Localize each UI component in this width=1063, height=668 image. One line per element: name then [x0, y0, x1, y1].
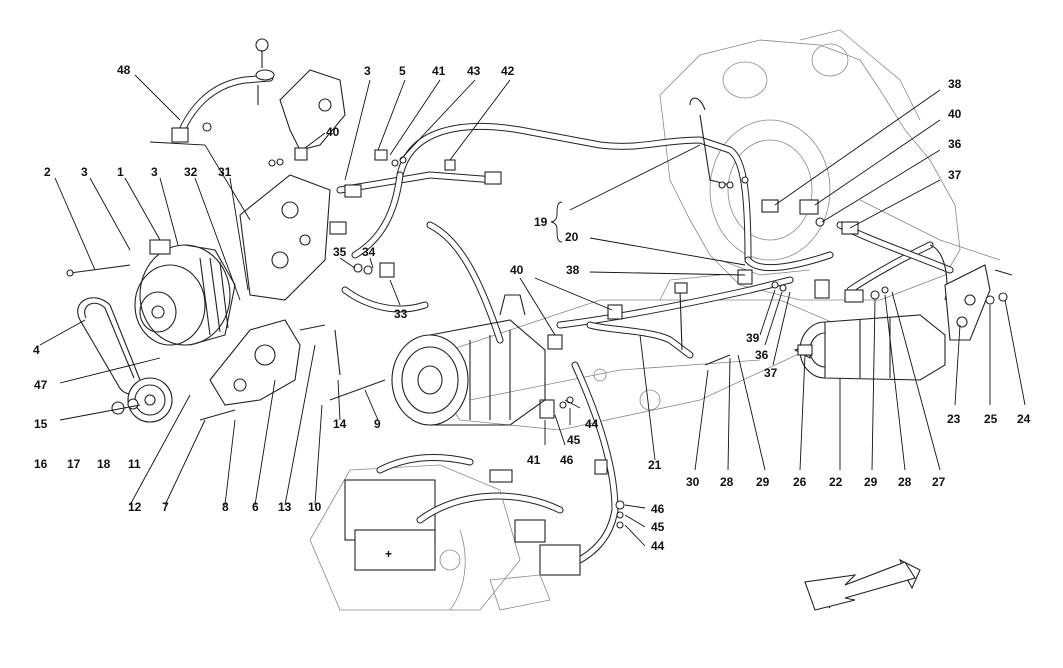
callout-13: 13	[278, 500, 292, 514]
callout-48: 48	[117, 63, 131, 77]
callout-39: 39	[746, 331, 760, 345]
callout-labels: 48 3 5 41 43 42 40 2 3 1 3 32 31 35 34 3…	[33, 63, 1031, 553]
callout-25: 25	[984, 412, 998, 426]
callout-31: 31	[218, 165, 232, 179]
callout-10: 10	[308, 500, 322, 514]
callout-21: 21	[648, 458, 662, 472]
battery-assembly: +	[309, 453, 581, 611]
alternator-bracket	[209, 319, 301, 406]
callout-40: 40	[326, 125, 340, 139]
callout-26: 26	[793, 475, 807, 489]
callout-5: 5	[399, 64, 406, 78]
callout-1: 1	[117, 165, 124, 179]
callout-41: 41	[527, 453, 541, 467]
alternator	[134, 239, 236, 346]
callout-4: 4	[33, 343, 40, 357]
callout-35: 35	[333, 245, 347, 259]
starter-bracket	[944, 264, 1013, 341]
callout-15: 15	[34, 417, 48, 431]
callout-42: 42	[501, 64, 515, 78]
upper-bracket	[239, 174, 331, 301]
callout-18: 18	[97, 457, 111, 471]
callout-20: 20	[565, 230, 579, 244]
callout-47: 47	[34, 378, 48, 392]
tensioner-pulley	[111, 377, 173, 423]
callout-32: 32	[184, 165, 198, 179]
callout-46: 46	[651, 502, 665, 516]
callout-43: 43	[467, 64, 481, 78]
top-mount-bracket	[171, 38, 346, 151]
callout-22: 22	[829, 475, 843, 489]
callout-3: 3	[364, 64, 371, 78]
callout-brace	[550, 201, 563, 243]
callout-3: 3	[151, 165, 158, 179]
starter-motor	[793, 314, 946, 381]
direction-arrow-icon	[804, 558, 921, 611]
callout-37: 37	[948, 168, 962, 182]
callout-30: 30	[686, 475, 700, 489]
callout-34: 34	[362, 245, 376, 259]
callout-8: 8	[222, 500, 229, 514]
callout-6: 6	[252, 500, 259, 514]
callout-16: 16	[34, 457, 48, 471]
callout-45: 45	[651, 520, 665, 534]
callout-38: 38	[566, 263, 580, 277]
callout-3: 3	[81, 165, 88, 179]
connectors-and-clips	[268, 147, 889, 529]
callout-24: 24	[1017, 412, 1031, 426]
callout-40: 40	[948, 107, 962, 121]
ac-compressor	[391, 294, 546, 426]
callout-2: 2	[44, 165, 51, 179]
callout-46: 46	[560, 453, 574, 467]
callout-28: 28	[898, 475, 912, 489]
callout-40: 40	[510, 263, 524, 277]
callout-36: 36	[948, 137, 962, 151]
callout-11: 11	[128, 457, 141, 471]
leader-lines	[39, 74, 1026, 547]
callout-36: 36	[755, 348, 769, 362]
callout-38: 38	[948, 77, 962, 91]
callout-29: 29	[756, 475, 770, 489]
gearbox-housing	[659, 29, 1001, 301]
engine-floor-plate	[419, 274, 851, 431]
callout-41: 41	[432, 64, 446, 78]
callout-28: 28	[720, 475, 734, 489]
callout-33: 33	[394, 307, 408, 321]
callout-19: 19	[534, 215, 548, 229]
callout-14: 14	[333, 417, 347, 431]
callout-45: 45	[567, 433, 581, 447]
callout-44: 44	[585, 417, 599, 431]
callout-17: 17	[67, 457, 81, 471]
battery-plus-icon: +	[385, 547, 392, 561]
callout-37: 37	[764, 366, 778, 380]
main-wiring-harness	[336, 97, 954, 574]
drive-belt	[77, 297, 142, 395]
callout-7: 7	[162, 500, 169, 514]
callout-9: 9	[374, 417, 381, 431]
callout-27: 27	[932, 475, 946, 489]
callout-23: 23	[947, 412, 961, 426]
callout-12: 12	[128, 500, 142, 514]
callout-44: 44	[651, 539, 665, 553]
callout-29: 29	[864, 475, 878, 489]
